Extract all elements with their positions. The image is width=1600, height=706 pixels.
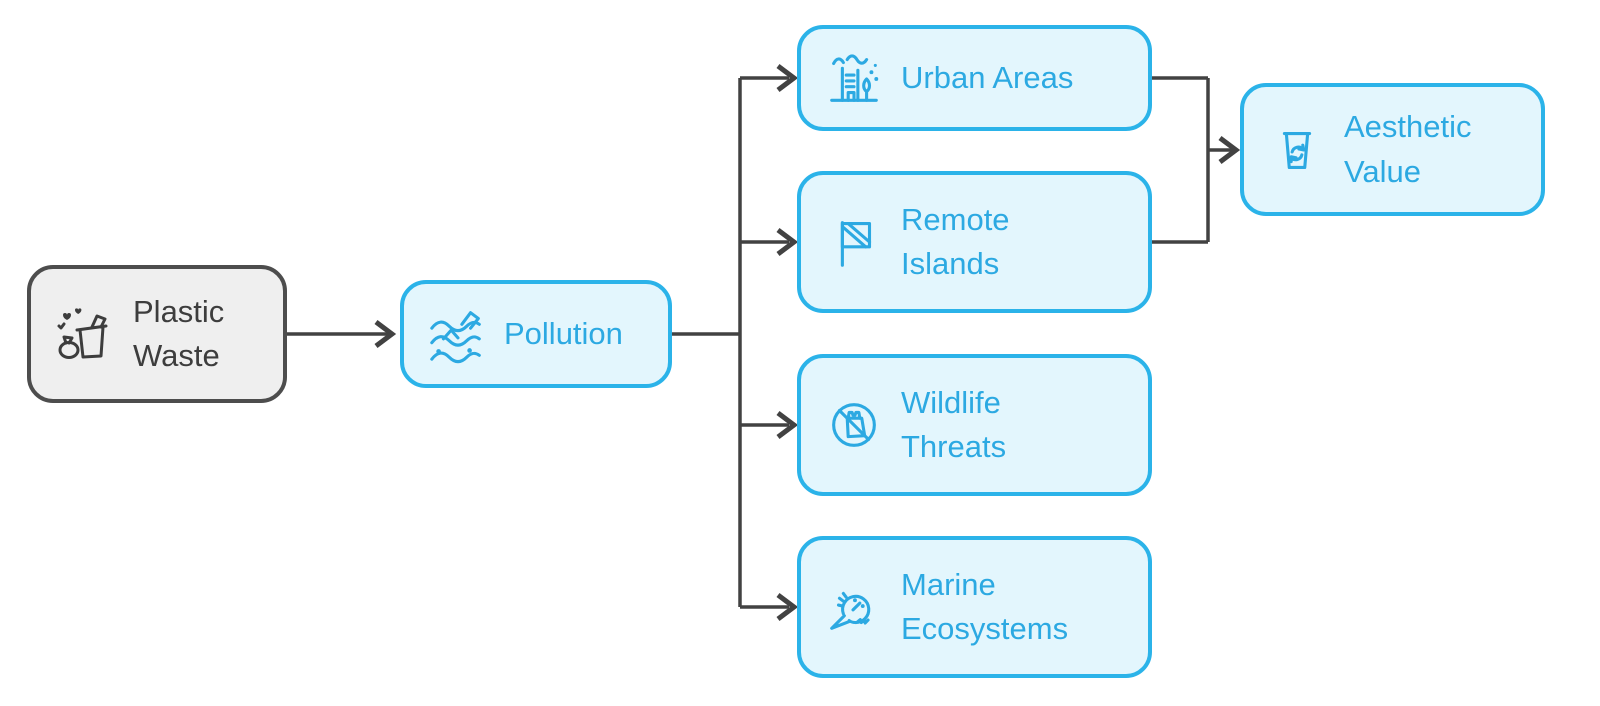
node-label: Wildlife Threats bbox=[901, 384, 1007, 464]
node-aesthetic-value: Aesthetic Value bbox=[1240, 83, 1545, 216]
node-remote-islands: Remote Islands bbox=[797, 171, 1152, 313]
edge-urban-remote-aesthetic-value bbox=[1152, 76, 1241, 244]
node-wildlife-threats: Wildlife Threats bbox=[797, 354, 1152, 496]
flag-icon bbox=[823, 211, 885, 273]
node-label: Marine Ecosystems bbox=[901, 566, 1069, 646]
trash-bin-bag-icon bbox=[53, 302, 117, 366]
edge-plastic-waste-pollution bbox=[287, 320, 397, 348]
node-plastic-waste: Plastic Waste bbox=[27, 265, 287, 403]
edge-pollution-marine-ecosystems bbox=[740, 593, 799, 621]
edge-pollution-wildlife-threats bbox=[740, 411, 799, 439]
recycle-bin-icon bbox=[1266, 119, 1328, 181]
water-pollution-icon bbox=[426, 303, 488, 365]
arrowhead-icon bbox=[776, 228, 799, 256]
node-label: Aesthetic Value bbox=[1344, 109, 1472, 189]
city-smog-icon bbox=[823, 47, 885, 109]
arrowhead-icon bbox=[1218, 136, 1241, 164]
node-urban-areas: Urban Areas bbox=[797, 25, 1152, 131]
edge-pollution-remote-islands bbox=[740, 228, 799, 256]
node-label: Pollution bbox=[504, 315, 623, 351]
node-pollution: Pollution bbox=[400, 280, 672, 388]
arrowhead-icon bbox=[776, 64, 799, 92]
arrowhead-icon bbox=[374, 320, 397, 348]
arrowhead-icon bbox=[776, 411, 799, 439]
horseshoe-crab-icon bbox=[823, 576, 885, 638]
node-marine-ecosystems: Marine Ecosystems bbox=[797, 536, 1152, 678]
edge-pollution-urban-areas bbox=[740, 64, 799, 92]
edge-pollution-trunk bbox=[672, 78, 742, 607]
no-plastic-bag-icon bbox=[823, 394, 885, 456]
node-label: Plastic Waste bbox=[133, 293, 225, 373]
node-label: Remote Islands bbox=[901, 201, 1010, 281]
arrowhead-icon bbox=[776, 593, 799, 621]
node-label: Urban Areas bbox=[901, 59, 1074, 95]
